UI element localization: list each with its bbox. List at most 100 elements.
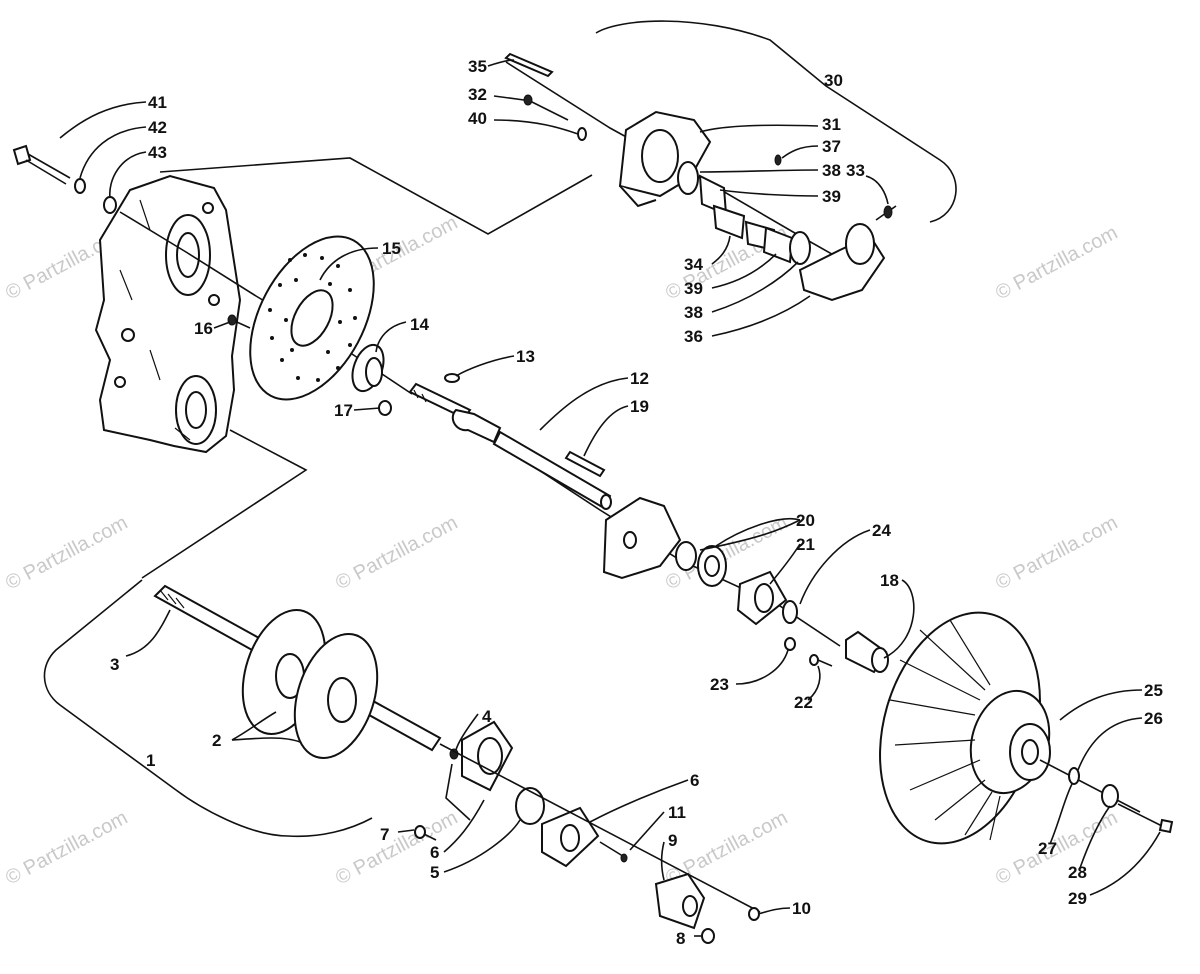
bearing-plate	[602, 496, 682, 580]
callout-42: 42	[148, 118, 167, 137]
callout-31: 31	[822, 115, 841, 134]
callout-40: 40	[468, 109, 487, 128]
callout-14: 14	[410, 315, 429, 334]
callout-8: 8	[676, 929, 685, 948]
pin-35	[504, 52, 554, 78]
flange-6	[541, 806, 600, 868]
group-30-brace	[595, 20, 957, 223]
callout-41: 41	[148, 93, 167, 112]
callout-3: 3	[110, 655, 119, 674]
driven-clutch-25	[879, 611, 1051, 845]
caliper-half-36	[798, 223, 886, 302]
callout-15: 15	[382, 239, 401, 258]
bolt-29	[1117, 803, 1174, 834]
callout-35: 35	[468, 57, 487, 76]
housing-guide-line	[141, 429, 308, 579]
bleeder-33	[875, 205, 897, 221]
bolt-32-head	[523, 94, 533, 106]
brake-disc-15	[249, 235, 375, 401]
callout-37: 37	[822, 137, 841, 156]
screw-10	[748, 907, 760, 921]
bolt-32	[527, 99, 569, 121]
callout-39a: 39	[822, 187, 841, 206]
callout-9: 9	[668, 831, 677, 850]
tube-12-end	[600, 494, 612, 510]
callout-19: 19	[630, 397, 649, 416]
callout-5: 5	[430, 863, 439, 882]
callout-6a: 6	[430, 843, 439, 862]
watermark: © Partzilla.com	[992, 512, 1121, 595]
bearing-20a	[675, 541, 697, 571]
callout-2: 2	[212, 731, 221, 750]
washer-23	[784, 637, 796, 651]
callout-33: 33	[846, 161, 865, 180]
callout-21: 21	[796, 535, 815, 554]
callout-26: 26	[1144, 709, 1163, 728]
seal-38b	[789, 231, 811, 265]
watermark: © Partzilla.com	[332, 807, 461, 890]
callout-20: 20	[796, 511, 815, 530]
callout-6b: 6	[690, 771, 699, 790]
chain-case-housing	[94, 174, 242, 454]
callout-34: 34	[684, 255, 703, 274]
hub-14	[351, 343, 385, 393]
seal-38a	[677, 161, 699, 195]
callout-32: 32	[468, 85, 487, 104]
callout-16: 16	[194, 319, 213, 338]
piston-39b	[762, 226, 794, 264]
callout-labels: 41 42 43 15 16 14 17 13 12 19 20 21 24 1…	[110, 57, 1163, 948]
callout-13: 13	[516, 347, 535, 366]
callout-17: 17	[334, 401, 353, 420]
callout-27: 27	[1038, 839, 1057, 858]
key-13	[444, 373, 460, 383]
callout-1: 1	[146, 751, 155, 770]
nut-8	[701, 928, 715, 944]
callout-28: 28	[1068, 863, 1087, 882]
bearing-6	[515, 787, 545, 825]
watermark: © Partzilla.com	[332, 512, 461, 595]
drive-axis-line	[439, 743, 761, 913]
washer-40	[577, 127, 587, 141]
nut-17	[378, 400, 392, 416]
screw-11	[599, 841, 628, 863]
bolt-41	[12, 144, 71, 185]
watermark: © Partzilla.com	[2, 512, 131, 595]
seal-24	[782, 600, 798, 624]
bolt-7	[414, 825, 437, 841]
callout-7: 7	[380, 825, 389, 844]
washer-27	[1068, 767, 1080, 785]
bearing-flange-5	[461, 720, 514, 792]
housing-guide-line	[159, 157, 593, 235]
callout-29: 29	[1068, 889, 1087, 908]
group-1-brace	[43, 579, 373, 838]
callout-23: 23	[710, 675, 729, 694]
spacer-18	[845, 630, 889, 674]
brake-pad-34a	[712, 204, 746, 240]
callout-38b: 38	[684, 303, 703, 322]
bracket-6-line	[445, 763, 471, 821]
flange-21	[736, 570, 788, 626]
washer-28	[1101, 784, 1119, 808]
clip-37	[774, 154, 782, 166]
callout-4: 4	[482, 707, 492, 726]
callout-43: 43	[148, 143, 167, 162]
callout-38a: 38	[822, 161, 841, 180]
callout-22: 22	[794, 693, 813, 712]
washer-43	[103, 196, 117, 214]
tube-12	[492, 430, 612, 510]
callout-18: 18	[880, 571, 899, 590]
callout-25: 25	[1144, 681, 1163, 700]
leader-lines	[59, 59, 1161, 937]
callout-12: 12	[630, 369, 649, 388]
jackshaft	[408, 382, 502, 444]
watermark: © Partzilla.com	[2, 807, 131, 890]
bearing-20b	[697, 545, 727, 587]
bearing-housing-9	[654, 872, 706, 930]
sprocket-2b	[293, 633, 379, 759]
callout-10: 10	[792, 899, 811, 918]
callout-30: 30	[824, 71, 843, 90]
callout-36: 36	[684, 327, 703, 346]
caliper-body-31	[618, 110, 712, 208]
